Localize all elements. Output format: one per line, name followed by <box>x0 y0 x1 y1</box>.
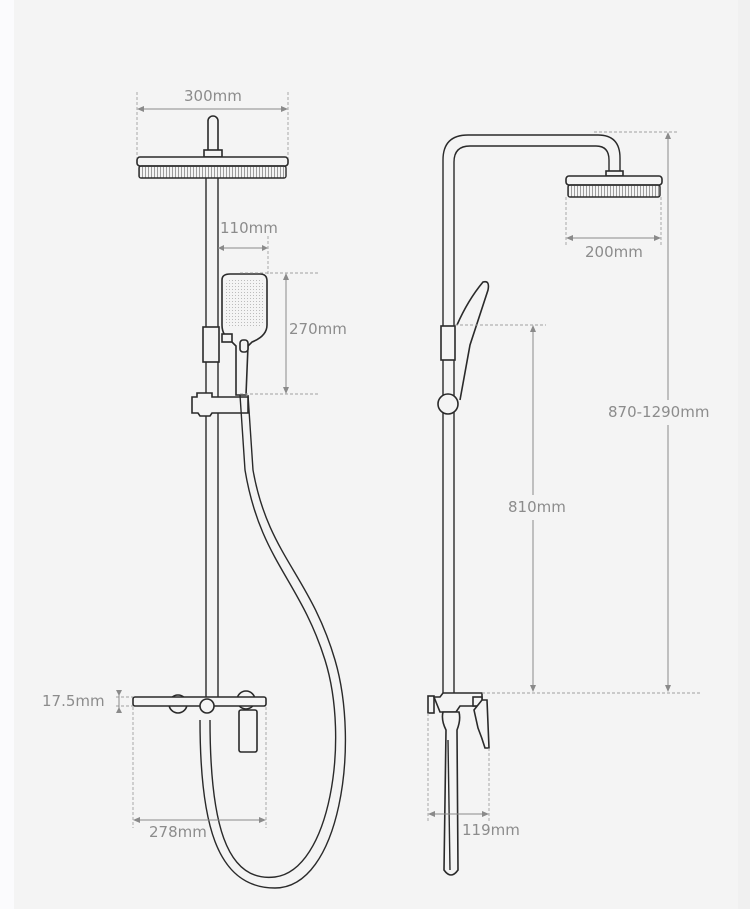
dim-119mm <box>427 713 490 822</box>
label-278mm: 278mm <box>148 823 208 841</box>
riser-arm <box>442 134 624 700</box>
label-119mm: 119mm <box>461 821 521 839</box>
shower-hose <box>199 394 347 889</box>
label-270mm: 270mm <box>288 320 348 338</box>
left-edge <box>0 0 14 909</box>
label-200mm: 200mm <box>584 243 644 261</box>
dim-110mm <box>218 236 269 274</box>
label-110mm: 110mm <box>219 219 279 237</box>
mixer-shelf <box>132 690 267 753</box>
dim-278mm <box>132 707 267 828</box>
overhead-shower-head <box>136 156 289 179</box>
side-hand-shower <box>437 280 490 415</box>
hand-shower <box>202 273 268 396</box>
side-view <box>427 131 702 876</box>
front-view <box>116 92 347 889</box>
label-300mm: 300mm <box>183 87 243 105</box>
side-overhead-shower-head <box>565 175 663 198</box>
dim-810mm <box>455 324 702 694</box>
top-stub <box>203 115 223 158</box>
right-edge <box>738 0 750 909</box>
dim-17-5mm <box>116 690 133 713</box>
side-mixer <box>427 692 490 876</box>
dim-200mm <box>565 197 662 245</box>
slide-bracket <box>191 392 249 417</box>
riser-pipe <box>205 178 219 700</box>
label-17-5mm: 17.5mm <box>41 692 106 710</box>
dim-870-1290mm <box>594 131 678 692</box>
label-870-1290mm: 870-1290mm <box>607 403 711 421</box>
dim-300mm <box>136 92 289 158</box>
dim-270mm <box>240 272 320 395</box>
label-810mm: 810mm <box>507 498 567 516</box>
